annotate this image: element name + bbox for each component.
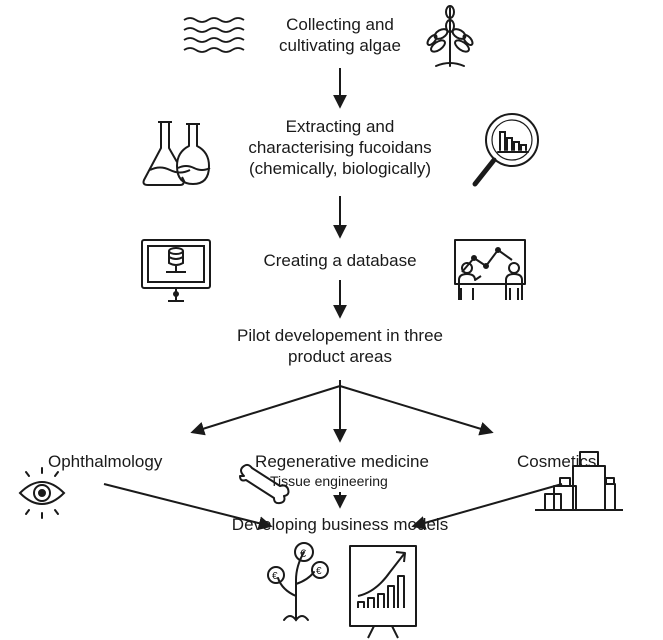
arrow-pilot-to-cosmetics — [339, 385, 494, 436]
area-regenerative-text: Regenerative medicine — [255, 452, 429, 471]
step-extracting-line-1: Extracting and — [285, 117, 395, 136]
growth-chart-icon — [349, 545, 417, 639]
arrows — [103, 68, 563, 531]
step-extracting: Extracting and characterising fucoidans … — [220, 116, 460, 179]
waves-icon — [183, 17, 245, 53]
area-tissue-text: Tissue engineering — [270, 473, 388, 489]
lab-flasks-icon — [142, 121, 211, 186]
monitor-database-icon — [141, 239, 211, 302]
presentation-board-icon — [454, 239, 526, 300]
step-pilot-line-2: product areas — [288, 347, 392, 366]
euro-glyph-3: € — [316, 566, 322, 577]
step-collecting-line-1: Collecting and — [286, 15, 394, 34]
step-database-text: Creating a database — [263, 251, 417, 270]
cosmetic-bottles-icon — [535, 451, 623, 511]
arrow-ophthalmology-to-developing — [103, 483, 273, 531]
eye-icon — [18, 467, 66, 519]
step-extracting-line-2: characterising fucoidans — [248, 138, 432, 157]
step-database: Creating a database — [230, 250, 450, 271]
euro-glyph-1: € — [300, 548, 306, 560]
euro-glyph-2: € — [272, 571, 278, 582]
money-plant-icon: € € € — [267, 542, 329, 622]
bone-icon — [239, 463, 290, 505]
area-ophthalmology: Ophthalmology — [48, 451, 162, 472]
step-developing: Developing business models — [200, 514, 480, 535]
step-collecting: Collecting and cultivating algae — [250, 14, 430, 56]
area-ophthalmology-text: Ophthalmology — [48, 452, 163, 471]
area-regenerative-medicine: Regenerative medicine — [232, 451, 452, 472]
step-collecting-line-2: cultivating algae — [279, 36, 401, 55]
magnifier-chart-icon — [472, 113, 539, 187]
seaweed-icon — [426, 5, 474, 67]
arrow-cosmetics-to-developing — [411, 483, 563, 530]
step-pilot: Pilot developement in three product area… — [200, 325, 480, 367]
step-extracting-line-3: (chemically, biologically) — [248, 159, 432, 178]
arrow-pilot-to-ophthalmology — [190, 385, 341, 436]
step-pilot-line-1: Pilot developement in three — [236, 326, 444, 345]
step-developing-text: Developing business models — [231, 515, 449, 534]
area-tissue-engineering: Tissue engineering — [270, 473, 388, 489]
